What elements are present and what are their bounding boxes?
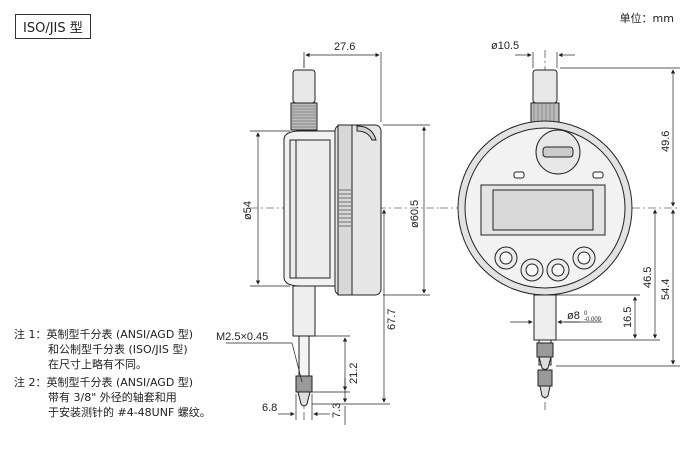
dim-dia-60-5: ø60.5: [409, 200, 421, 228]
note-line-1: 注 1：英制型千分表 (ANSI/AGD 型): [14, 328, 194, 341]
side-dimension-labels: 27.6 ø54 ø60.5 67.7 21.2 7.3 6.8 M2.5×0.…: [216, 41, 421, 418]
spindle: [298, 335, 310, 377]
dim-54-4: 54.4: [660, 279, 672, 300]
dim-46-5: 46.5: [642, 267, 654, 288]
stem-sleeve: [292, 285, 316, 337]
dim-dia-8-tol-upper: 0: [584, 311, 588, 317]
type-label: ISO/JIS 型: [15, 14, 91, 39]
dim-16-5: 16.5: [622, 307, 634, 328]
dim-49-6: 49.6: [660, 131, 672, 152]
dim-7-3: 7.3: [331, 403, 343, 418]
thread-spec: M2.5×0.45: [216, 331, 268, 343]
knurled-cap: [290, 102, 318, 131]
side-view: [250, 60, 440, 420]
front-dimensions: [510, 52, 680, 367]
contact-tip: [297, 391, 311, 407]
dim-dia-8: ø8: [567, 310, 580, 322]
dim-67-7: 67.7: [386, 309, 398, 330]
contact-knurl: [295, 375, 313, 393]
front-contact-detached: [537, 369, 553, 387]
note-line-6: 于安装测针的 #4-48UNF 螺纹。: [48, 406, 211, 419]
dim-27-6: 27.6: [334, 41, 355, 53]
dim-dia-54: ø54: [242, 201, 254, 220]
note-line-4: 注 2：英制型千分表 (ANSI/AGD 型): [14, 376, 194, 389]
note-line-5: 带有 3/8" 外径的轴套和用: [48, 391, 177, 404]
front-contact-knurl: [536, 342, 554, 358]
unit-label: 单位：mm: [619, 12, 674, 25]
dim-6-8: 6.8: [262, 402, 277, 414]
stem-top: [292, 69, 316, 104]
note-line-2: 和公制型千分表 (ISO/JIS 型): [48, 343, 188, 356]
dim-dia-10-5: ø10.5: [491, 40, 519, 52]
front-stem-top: [532, 69, 558, 104]
dim-dia-8-tol-lower: -0.009: [584, 317, 602, 323]
side-body-inner: [289, 139, 331, 279]
front-sleeve: [533, 294, 557, 341]
lcd-screen: [492, 189, 594, 231]
front-view: [440, 50, 680, 410]
dim-21-2: 21.2: [348, 363, 360, 384]
note-line-3: 在尺寸上略有不同。: [48, 358, 147, 371]
side-dimensions: [226, 52, 430, 425]
front-dimension-labels: ø10.5 49.6 46.5 54.4 16.5 ø8 0 -0.009: [491, 40, 672, 328]
